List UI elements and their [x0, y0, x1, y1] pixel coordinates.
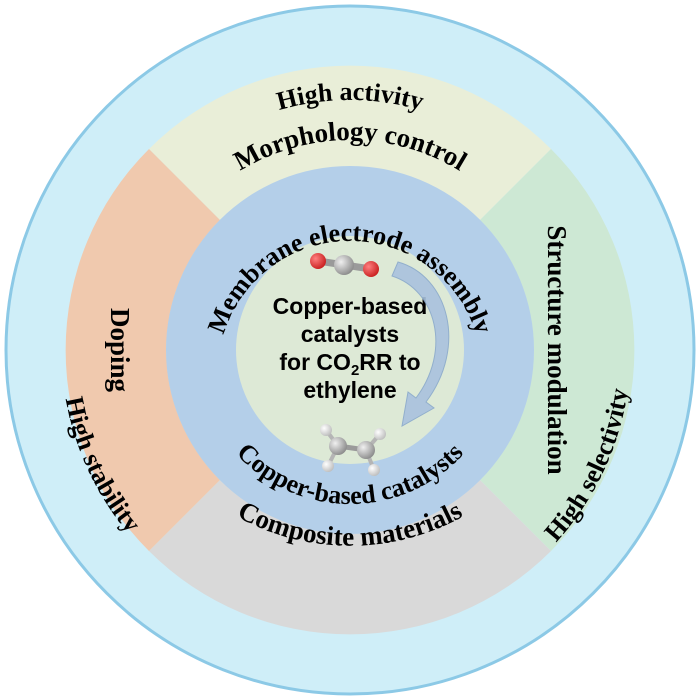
center-line-2: catalysts [301, 321, 399, 347]
segment-morphology-control [149, 65, 551, 221]
co2-molecule-icon [310, 253, 379, 277]
label-doping: Doping [105, 308, 135, 393]
center-line-1: Copper-based [273, 293, 428, 319]
label-structure-modulation: Structure modulation [542, 225, 572, 474]
center-line-3: for CO2RR to [279, 349, 420, 379]
curved-arrow-icon [391, 261, 450, 427]
ethylene-molecule-icon [320, 424, 386, 476]
segment-doping [65, 149, 221, 551]
segment-structure-modulation [480, 149, 635, 551]
segment-composite-materials [149, 480, 551, 635]
center-line-4: ethylene [303, 377, 396, 403]
